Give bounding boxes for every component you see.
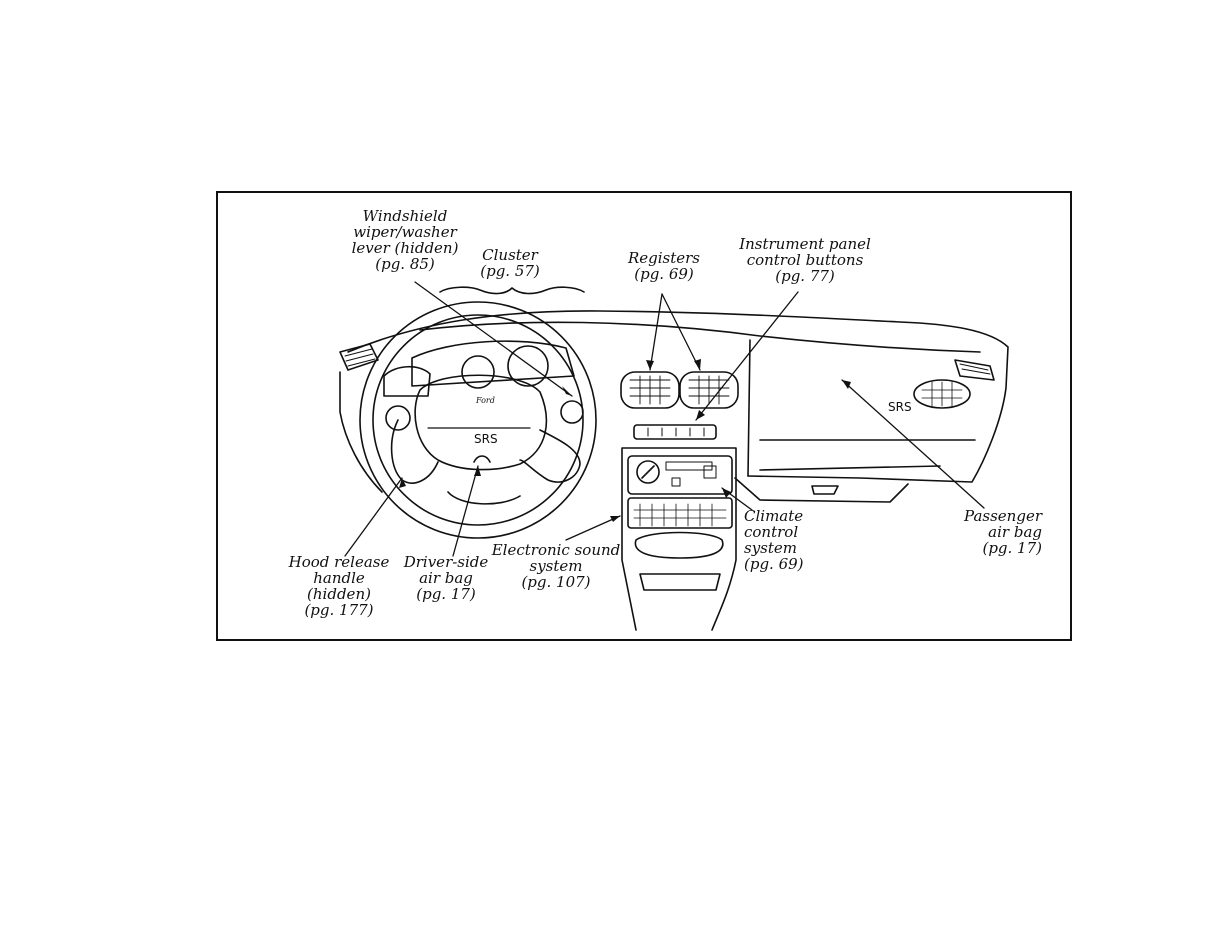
callout-electronic-sound: Electronic sound system (pg. 107) [488,542,624,590]
windshield-seam [420,322,980,352]
wheel-spoke-bottom [448,492,520,504]
callout-instrument-panel: Instrument panel control buttons (pg. 77… [730,236,880,284]
callout-climate-control: Climate control system (pg. 69) [744,508,816,572]
leader-hood [345,478,402,556]
cluster-gauge-left [462,356,494,388]
cluster-gauge-right [508,346,548,386]
arrowhead-climate [722,488,731,498]
cup-tray [635,533,722,559]
callout-windshield-wiper: Windshield wiper/washer lever (hidden) (… [335,208,475,272]
ford-logo: Ford [476,396,495,405]
callout-registers: Registers (pg. 69) [612,250,716,282]
glovebox-handle [812,486,838,494]
callout-hood-release: Hood release handle (hidden) (pg. 177) [283,554,395,618]
leader-registers-b [662,294,700,370]
arrowhead-driver-airbag [474,466,481,476]
callout-passenger-airbag: Passenger air bag (pg. 17) [942,508,1042,556]
callout-driver-airbag: Driver-side air bag (pg. 17) [396,554,496,602]
wheel-spoke-right [520,430,580,482]
arrowhead-registers-a [646,360,654,370]
srs-label-wheel: SRS [474,432,498,446]
callout-cluster: Cluster (pg. 57) [462,247,558,279]
arrowhead-windshield [562,386,572,396]
dashboard-lower-edge [340,372,908,502]
steering-wheel-rim-inner [373,315,583,525]
arrowhead-sound [610,516,620,522]
leader-registers-a [650,294,662,370]
leader-driver-airbag [453,466,478,556]
leader-windshield [415,282,572,396]
left-vent-grille [384,367,430,396]
srs-label-dash: SRS [888,400,912,414]
arrowhead-instrument [696,410,705,420]
arrowhead-hood [399,478,406,488]
cluster-brace [440,287,584,293]
leader-instrument [696,292,798,420]
radio-panel [628,498,732,528]
steering-wheel-rim-outer [360,302,596,538]
leader-passenger [842,380,984,508]
